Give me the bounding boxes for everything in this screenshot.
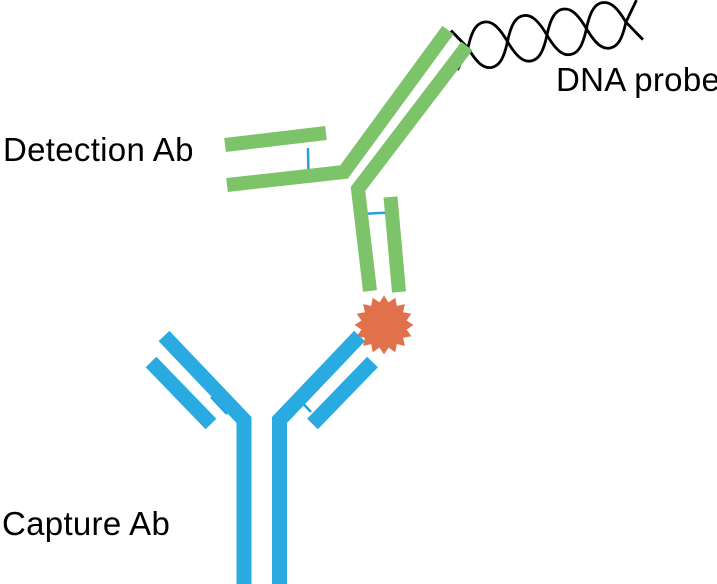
detection-light-chain-left [224, 126, 327, 152]
dna-probe-helix-icon [449, 0, 644, 71]
capture-light-chain-right [307, 356, 378, 430]
capture-heavy-chain-left [158, 330, 252, 584]
detection-light-chain-bottom [383, 196, 406, 293]
detection-heavy-chain-right [350, 41, 473, 292]
detection-heavy-chain-left [226, 25, 454, 192]
capture-light-chain-left [145, 356, 217, 430]
capture-ab-label: Capture Ab [2, 505, 171, 542]
capture-disulfide-bond-left [210, 396, 228, 415]
capture-antibody-icon [145, 330, 378, 584]
dna-probe-label: DNA probe [556, 61, 717, 98]
capture-heavy-chain-right [272, 330, 365, 584]
detection-ab-label: Detection Ab [3, 131, 194, 168]
detection-antibody-icon [224, 25, 473, 293]
antigen-starburst-icon [354, 295, 414, 355]
dna-strand-2 [456, 0, 638, 71]
